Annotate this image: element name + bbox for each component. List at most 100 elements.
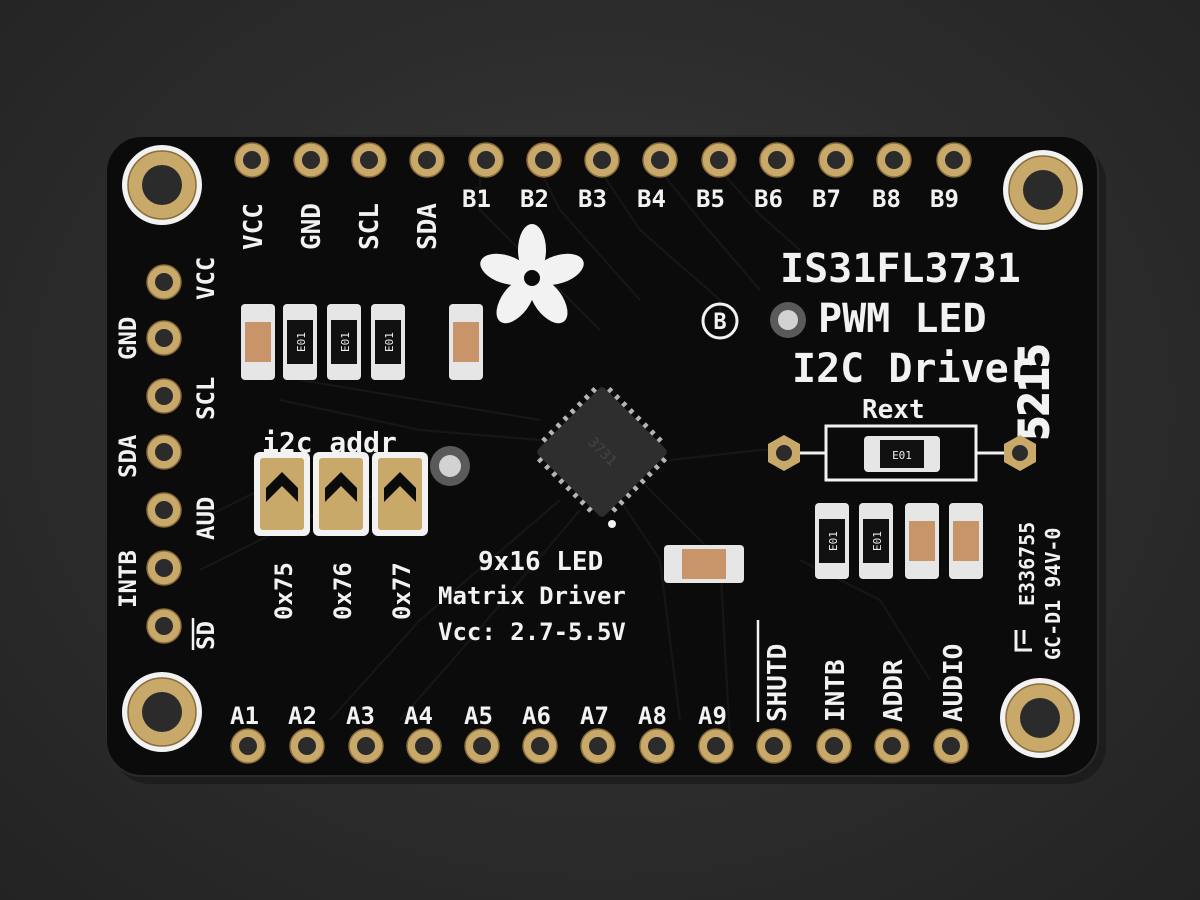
pin-label-top-8: B5 [696, 185, 725, 213]
header-pad-top-12 [936, 142, 972, 178]
version-mark: 5215 [1012, 344, 1058, 440]
header-pad-bottom-10 [816, 728, 852, 764]
header-pad-bottom-7 [639, 728, 675, 764]
header-pad-bottom-1 [289, 728, 325, 764]
pin-label-left-sd: SD [192, 621, 220, 650]
header-pad-bottom-11 [874, 728, 910, 764]
header-pad-left-4 [146, 492, 182, 528]
pin-label-top-1: GND [297, 203, 327, 250]
resistor-cluster-top: E01 E01 E01 [241, 304, 483, 380]
header-pad-bottom-3 [406, 728, 442, 764]
header-pad-bottom-9 [756, 728, 792, 764]
header-pad-top-7 [642, 142, 678, 178]
addr-option-1: 0x76 [329, 562, 357, 620]
pin-label-left-outer-0: VCC [192, 257, 220, 300]
matrix-line1: 9x16 LED [478, 547, 603, 577]
header-pad-left-6 [146, 608, 182, 644]
mounting-hole-bottom-left [122, 672, 202, 752]
pin-label-bottom-4: A5 [464, 702, 493, 730]
top-pin-labels: VCC GND SCL SDA B1 B2 B3 B4 B5 B6 B7 B8 … [239, 185, 959, 250]
cert-line2: GC-D1 94V-0 [1041, 528, 1065, 660]
pin-label-top-2: SCL [355, 203, 385, 250]
addr-option-0: 0x75 [270, 562, 298, 620]
top-header-pads [234, 142, 972, 178]
pin-label-left-inner-1: SDA [114, 434, 142, 478]
title-block: IS31FL3731 PWM LED I2C Driver [780, 246, 1033, 392]
mounting-hole-bottom-right [1000, 678, 1080, 758]
header-pad-left-5 [146, 550, 182, 586]
title-line1: IS31FL3731 [780, 246, 1021, 292]
pin-label-top-10: B7 [812, 185, 841, 213]
title-line3: I2C Driver [792, 346, 1033, 392]
pin-label-bottom-8: A9 [698, 702, 727, 730]
flower-logo-icon [480, 224, 584, 324]
pin-label-top-5: B2 [520, 185, 549, 213]
pin-label-left-inner-2: INTB [114, 550, 142, 608]
header-pad-top-8 [701, 142, 737, 178]
pin-label-top-7: B4 [637, 185, 666, 213]
header-pad-top-3 [409, 142, 445, 178]
pin-label-bottom-9: SHUTD [763, 644, 793, 722]
matrix-text-block: 9x16 LED Matrix Driver Vcc: 2.7-5.5V [438, 547, 626, 646]
ul-mark-icon [1014, 630, 1032, 652]
mounting-hole-top-left [122, 145, 202, 225]
header-pad-bottom-2 [348, 728, 384, 764]
header-pad-bottom-12 [933, 728, 969, 764]
pin-label-bottom-12: AUDIO [939, 644, 969, 722]
header-pad-top-0 [234, 142, 270, 178]
pin-label-bottom-10: INTB [821, 659, 851, 722]
pin-label-top-3: SDA [413, 203, 443, 250]
pin-label-left-inner-0: GND [114, 317, 142, 360]
resistor-code: E01 [827, 531, 840, 551]
pin-label-top-9: B6 [754, 185, 783, 213]
pin-label-bottom-3: A4 [404, 702, 433, 730]
board-rev-badge: B [701, 302, 739, 340]
mounting-holes [122, 145, 1083, 758]
pin-label-top-6: B3 [578, 185, 607, 213]
fiducials [430, 302, 806, 486]
rext-label: Rext [862, 395, 925, 425]
resistor-code: E01 [295, 332, 308, 352]
resistor-code: E01 [383, 332, 396, 352]
title-line2: PWM LED [818, 296, 987, 342]
left-header-pads [146, 264, 182, 644]
cert-line1: E336755 [1015, 522, 1039, 606]
pin-label-bottom-11: ADDR [879, 659, 909, 722]
pin-label-bottom-0: A1 [230, 702, 259, 730]
header-pad-top-6 [584, 142, 620, 178]
header-pad-bottom-5 [522, 728, 558, 764]
pin-label-bottom-1: A2 [288, 702, 317, 730]
rext-code: E01 [892, 449, 912, 462]
addr-option-labels: 0x75 0x76 0x77 [270, 562, 416, 620]
pin-label-bottom-2: A3 [346, 702, 375, 730]
header-pad-bottom-0 [230, 728, 266, 764]
addr-jumpers [254, 452, 428, 536]
bottom-header-pads [230, 728, 969, 764]
header-pad-top-9 [759, 142, 795, 178]
header-pad-top-11 [876, 142, 912, 178]
header-pad-bottom-4 [464, 728, 500, 764]
pin-label-left-outer-2: SCL [192, 377, 220, 420]
header-pad-left-3 [146, 434, 182, 470]
left-pin-labels: VCC GND SCL SDA AUD INTB SD [114, 257, 220, 650]
header-pad-left-1 [146, 320, 182, 356]
header-pad-bottom-8 [698, 728, 734, 764]
bottom-pin-labels: A1 A2 A3 A4 A5 A6 A7 A8 A9 SHUTD INTB AD… [230, 620, 969, 730]
rev-letter: B [713, 310, 726, 335]
header-pad-top-1 [293, 142, 329, 178]
header-pad-left-2 [146, 378, 182, 414]
pin-label-bottom-5: A6 [522, 702, 551, 730]
mounting-hole-top-right [1003, 150, 1083, 230]
header-pad-bottom-6 [580, 728, 616, 764]
pin-label-top-12: B9 [930, 185, 959, 213]
pin-label-bottom-7: A8 [638, 702, 667, 730]
capacitor-horizontal [664, 545, 744, 583]
pin-label-top-0: VCC [239, 203, 269, 250]
pin1-dot [608, 520, 616, 528]
header-pad-top-10 [818, 142, 854, 178]
pin-label-bottom-6: A7 [580, 702, 609, 730]
led-driver-chip: 3731 [536, 386, 668, 517]
header-pad-top-5 [526, 142, 562, 178]
pin-label-left-outer-4: AUD [192, 497, 220, 540]
header-pad-left-0 [146, 264, 182, 300]
